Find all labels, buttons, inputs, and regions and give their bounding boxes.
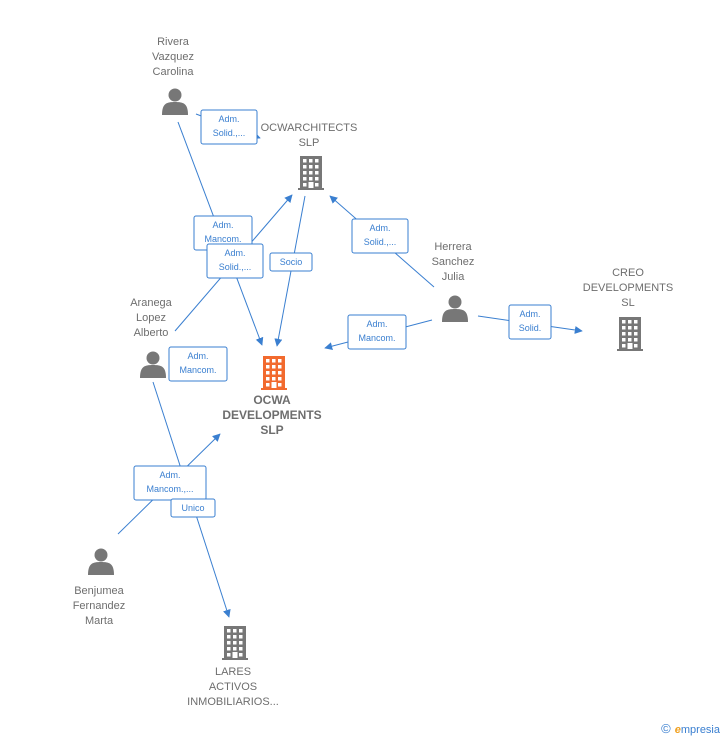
edge-label-text: Solid.,...: [364, 237, 397, 247]
edge-label-text: Adm.: [218, 114, 239, 124]
edge-label-e6[interactable]: Adm. Mancom.: [347, 314, 407, 350]
node-label-line: Aranega: [130, 297, 172, 309]
edge-label-text: Mancom.: [204, 234, 241, 244]
person-icon: [162, 88, 188, 115]
brand-footer: ©empresia: [661, 721, 720, 736]
node-label-line: SLP: [260, 423, 283, 437]
node-label-line: Alberto: [134, 327, 169, 339]
node-label-line: LARES: [215, 666, 251, 678]
node-label-line: CREO: [612, 267, 644, 279]
company-icon: [298, 156, 324, 190]
edge-label-e10[interactable]: Unico: [170, 498, 216, 518]
edge-label-e7[interactable]: Adm. Solid.: [508, 304, 552, 340]
edge-label-e8[interactable]: Adm. Mancom.: [168, 346, 228, 382]
edge-label-text: Mancom.: [358, 333, 395, 343]
copyright-icon: ©: [661, 721, 671, 736]
edge-label-text: Solid.,...: [213, 128, 246, 138]
edge-label-text: Adm.: [366, 319, 387, 329]
node-label-line: DEVELOPMENTS: [222, 408, 321, 422]
edge-label-e2[interactable]: Adm. Mancom.: [193, 215, 253, 251]
node-label-line: SLP: [299, 137, 320, 149]
node-label-line: Carolina: [153, 66, 195, 78]
brand-logo-initial: e: [674, 724, 681, 736]
node-label-line: Fernandez: [73, 600, 126, 612]
node-label-line: Vazquez: [152, 51, 194, 63]
brand-name: mpresia: [680, 724, 720, 736]
edge-label-e5[interactable]: Adm. Solid.,...: [351, 218, 409, 254]
edge-label-text: Adm.: [519, 309, 540, 319]
node-label-line: Rivera: [157, 36, 190, 48]
node-label-line: Marta: [85, 615, 114, 627]
edge-label-text: Adm.: [212, 220, 233, 230]
node-label-line: INMOBILIARIOS...: [187, 696, 279, 708]
edge-label-text: Mancom.: [179, 365, 216, 375]
edge-label-text: Adm.: [159, 470, 180, 480]
edge-label-text: Adm.: [224, 248, 245, 258]
node-label-line: Benjumea: [74, 585, 124, 597]
edge-label-e9[interactable]: Adm. Mancom.,...: [133, 465, 207, 501]
node-label-line: ACTIVOS: [209, 681, 257, 693]
node-lares[interactable]: LARES ACTIVOS INMOBILIARIOS...: [187, 626, 279, 708]
edge-label-e4[interactable]: Socio: [269, 252, 313, 272]
node-label-line: OCWA: [253, 393, 291, 407]
edge-label-text: Solid.: [519, 323, 542, 333]
edge-label-text: Solid.,...: [219, 262, 252, 272]
person-icon: [140, 351, 166, 378]
node-label-line: Sanchez: [432, 256, 475, 268]
node-label-line: DEVELOPMENTS: [583, 282, 673, 294]
node-label-line: Julia: [442, 271, 466, 283]
node-creo[interactable]: CREO DEVELOPMENTS SL: [583, 267, 673, 351]
node-label-line: Herrera: [434, 241, 472, 253]
person-icon: [88, 548, 114, 575]
node-label-line: OCWARCHITECTS: [261, 122, 358, 134]
person-icon: [442, 295, 468, 322]
edge-label-text: Adm.: [369, 223, 390, 233]
node-label-line: SL: [621, 297, 634, 309]
edge-label-e1[interactable]: Adm. Solid.,...: [200, 109, 258, 145]
company-icon: [222, 626, 248, 660]
node-label-line: Lopez: [136, 312, 166, 324]
edge-label-text: Adm.: [187, 351, 208, 361]
edge-label-e3[interactable]: Adm. Solid.,...: [206, 243, 264, 279]
company-icon: [617, 317, 643, 351]
node-ocwarch[interactable]: OCWARCHITECTS SLP: [261, 122, 358, 190]
edge-label-text: Socio: [280, 257, 303, 267]
main-company-icon: [261, 356, 287, 390]
edge-label-text: Unico: [181, 503, 204, 513]
edge-label-text: Mancom.,...: [146, 484, 193, 494]
